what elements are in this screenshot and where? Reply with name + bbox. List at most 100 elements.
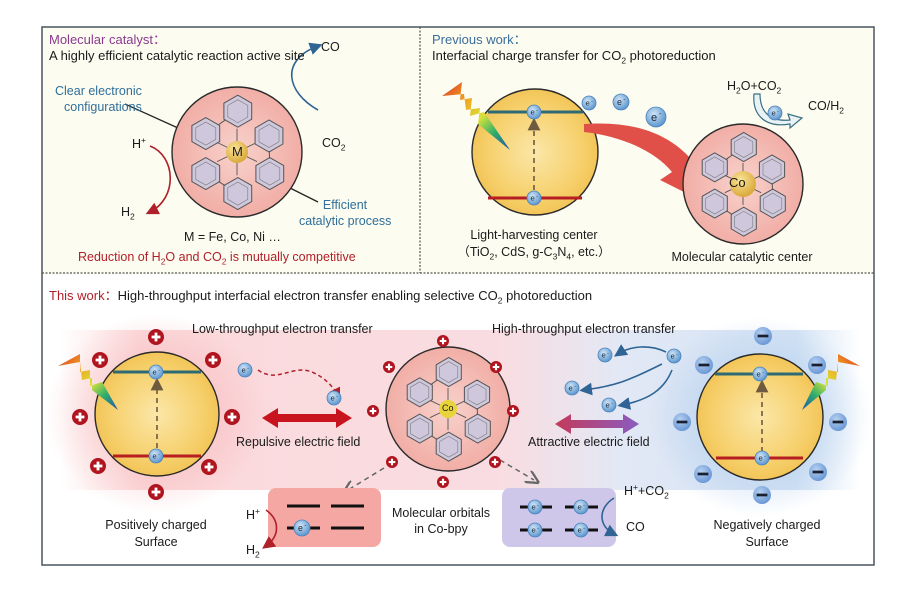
electron-charge: - <box>583 502 585 508</box>
pyridine-ring <box>701 152 728 183</box>
electron-ball <box>581 95 597 111</box>
pyridine-inner <box>439 361 459 383</box>
h2-text: H <box>121 205 131 219</box>
competition-sub: 2 <box>160 256 166 267</box>
pyridine-inner <box>258 124 280 148</box>
electron-icon: e- <box>148 448 164 464</box>
co-bipyridine-ligands <box>701 131 786 237</box>
molecular-catalyst-subtitle: A highly efficient catalytic reaction ac… <box>49 48 305 63</box>
electron-charge: - <box>659 109 662 118</box>
materials-sub: 2 <box>489 251 495 262</box>
electron-label: e <box>531 503 535 512</box>
electron-charge: - <box>583 525 585 531</box>
plus-charge-icon <box>490 361 502 373</box>
reaction-arrow <box>753 93 804 130</box>
electron-charge: - <box>623 97 625 103</box>
pyridine-inner <box>259 161 281 186</box>
left-orbital-box <box>268 488 381 547</box>
metal-symbol: M <box>232 144 243 159</box>
pyridine-inner <box>734 136 754 158</box>
orbitals-label-line2: in Co-bpy <box>414 522 468 536</box>
co-product-label: CO <box>321 40 340 54</box>
electron-label: e <box>601 351 605 360</box>
cobalt-center-icon <box>730 171 756 197</box>
to-right-orbitals-arrow <box>499 459 534 480</box>
electron-icon: e- <box>564 380 580 396</box>
plus-charge-icon <box>437 476 449 488</box>
positive-surface-line2: Surface <box>134 535 178 549</box>
molecular-catalyst-heading: Molecular catalyst： <box>49 32 167 47</box>
bottom-reactants: H++CO2 <box>624 481 669 500</box>
cc-bond <box>726 154 733 160</box>
electron-icon: e- <box>573 522 589 538</box>
minus-charge-icon <box>694 465 712 483</box>
h-text: H <box>246 508 256 522</box>
electron-icon: e- <box>526 104 542 120</box>
electron-label: e <box>771 109 775 118</box>
electron-icon: e- <box>573 499 589 515</box>
co2-subscript: 2 <box>340 142 346 153</box>
outer-border <box>41 26 875 566</box>
electron-ball <box>601 397 617 413</box>
electron-icon: e- <box>754 450 770 466</box>
low-throughput-label: Low-throughput electron transfer <box>192 322 373 336</box>
electron-ball <box>645 106 667 128</box>
bottom-co-product: CO <box>626 520 645 534</box>
plus-charge-icon <box>383 361 395 373</box>
co2-to-co-arrow-bottom <box>601 497 619 537</box>
positive-semiconductor-sphere <box>94 351 220 477</box>
electron-charge: - <box>536 193 538 199</box>
electron-charge: - <box>591 98 593 104</box>
h2-label: H2 <box>121 205 135 221</box>
plus-charge-icon <box>386 456 398 468</box>
pyridine-ring <box>223 94 253 128</box>
electron-label: e <box>152 452 156 461</box>
electron-charge: - <box>158 451 160 457</box>
electron-label: e <box>330 394 334 403</box>
plus-charge-icon <box>437 335 449 347</box>
pointer-line-clear <box>124 103 179 129</box>
cc-bond <box>726 210 733 215</box>
semiconductor-sphere <box>471 88 599 216</box>
attractive-field-arrow <box>555 414 639 434</box>
metal-list: M = Fe, Co, Ni … <box>184 230 281 244</box>
lightning-bolt-icon <box>442 82 510 150</box>
r-part: H <box>624 484 634 498</box>
co2-reactant-label: CO2 <box>322 136 346 153</box>
this-work-heading: This work： <box>49 288 118 303</box>
pyridine-inner <box>195 161 217 186</box>
electron-label: e <box>670 352 674 361</box>
electron-ball <box>564 380 580 396</box>
pyridine-inner <box>734 210 754 233</box>
minus-charge-icon <box>673 413 691 431</box>
this-work-sub: 2 <box>497 295 503 306</box>
competition-part: O and CO <box>165 250 222 264</box>
reactants-sub: 2 <box>736 85 741 96</box>
negative-semiconductor-sphere <box>696 353 824 481</box>
efficient-line2: catalytic process <box>299 214 392 228</box>
light-harvesting-label: Light-harvesting center <box>470 228 598 242</box>
electron-ball <box>597 347 613 363</box>
plus-charge-icon <box>201 459 217 475</box>
r-sup: + <box>633 481 638 492</box>
electron-icon: e- <box>527 522 543 538</box>
previous-work-subtitle: Interfacial charge transfer for CO2 phot… <box>432 48 716 65</box>
electron-icon: e- <box>767 105 783 121</box>
h2-text: H <box>246 543 256 557</box>
plus-charge-icon <box>205 352 221 368</box>
bottom-h2: H2 <box>246 543 260 559</box>
electron-charge: - <box>537 502 539 508</box>
h-text: H <box>132 137 142 151</box>
cc-bond <box>431 379 438 385</box>
molecular-catalyst-figure <box>124 42 323 218</box>
electron-label: e <box>241 366 245 375</box>
electron-charge: - <box>247 365 249 371</box>
reactants-part: H <box>727 79 737 93</box>
pyridine-ring <box>255 157 285 191</box>
minus-charge-icon <box>809 463 827 481</box>
products-label: CO/H2 <box>808 99 844 115</box>
electron-icon: e- <box>601 397 617 413</box>
metal-center-icon <box>226 141 248 163</box>
clear-config-line2: configurations <box>64 100 142 114</box>
plus-charge-icon <box>148 484 164 500</box>
